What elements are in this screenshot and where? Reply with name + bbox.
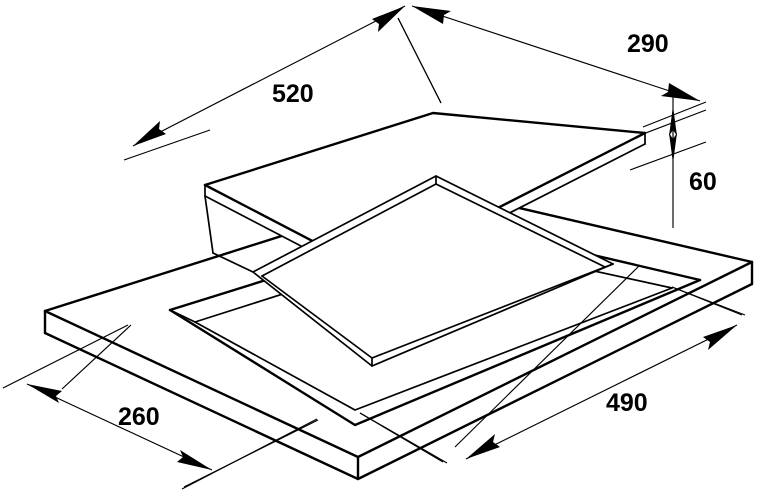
appliance-body-left-wall (204, 195, 214, 254)
dimension-60-extension-bottom (629, 141, 707, 171)
dimension-290-line (411, 5, 701, 102)
dimension-290-arrow-right (661, 83, 700, 101)
appliance-body-right-wall-thickness (604, 263, 614, 268)
worktop-bottom-front-edges (43, 282, 754, 481)
cutout-left-corner-connector (169, 309, 196, 323)
dimension-290-extension-right (642, 101, 707, 128)
cutout-front-edges (168, 278, 702, 427)
dimension-60-label: 60 (689, 168, 717, 196)
dimension-490-arrow-left (466, 434, 500, 459)
worktop-right-face-leader (454, 264, 641, 448)
worktop-left-face-leader (61, 324, 132, 390)
appliance-top-back-edges (203, 111, 647, 187)
dimension-520-label: 520 (272, 80, 314, 108)
dimension-490-line (465, 324, 738, 460)
dimension-520-arrow-left (133, 121, 166, 146)
cutout-right-leader (671, 286, 746, 316)
dimension-260: 260 (2, 324, 319, 488)
leader-lines-group (61, 264, 746, 490)
dimension-260-label: 260 (118, 403, 160, 431)
appliance-body-base-fill (253, 176, 613, 366)
dimension-260-line (26, 383, 213, 471)
appliance-cooktop (203, 111, 647, 367)
worktop-front-face-leader (181, 418, 318, 490)
dimension-520-line (132, 5, 406, 147)
dimension-260-extension-left (2, 324, 129, 389)
dimension-60: 60 (629, 95, 717, 228)
dimension-290: 290 (397, 5, 707, 128)
dimension-520-extension-left (123, 129, 211, 161)
worktop-right-side-face-fill (358, 262, 752, 479)
dimension-290-label: 290 (627, 30, 669, 58)
appliance-body-left-base (212, 252, 254, 273)
dimension-260-arrow-left (27, 384, 62, 403)
dimension-290-extension-left (397, 17, 442, 104)
dimension-260-arrow-right (177, 450, 212, 470)
dimension-520-arrow-right (372, 6, 405, 32)
dimension-290-arrow-left (412, 6, 451, 24)
dimension-60-arrow-top (669, 106, 677, 136)
cutout-inner-front-edges (194, 287, 673, 411)
worktop-left-side-face-fill (45, 311, 358, 479)
dimension-60-arrow-bottom (669, 133, 677, 163)
dimension-490-label: 490 (606, 389, 648, 417)
cutout-front-leader (359, 412, 448, 464)
dimension-490-arrow-right (703, 325, 737, 350)
